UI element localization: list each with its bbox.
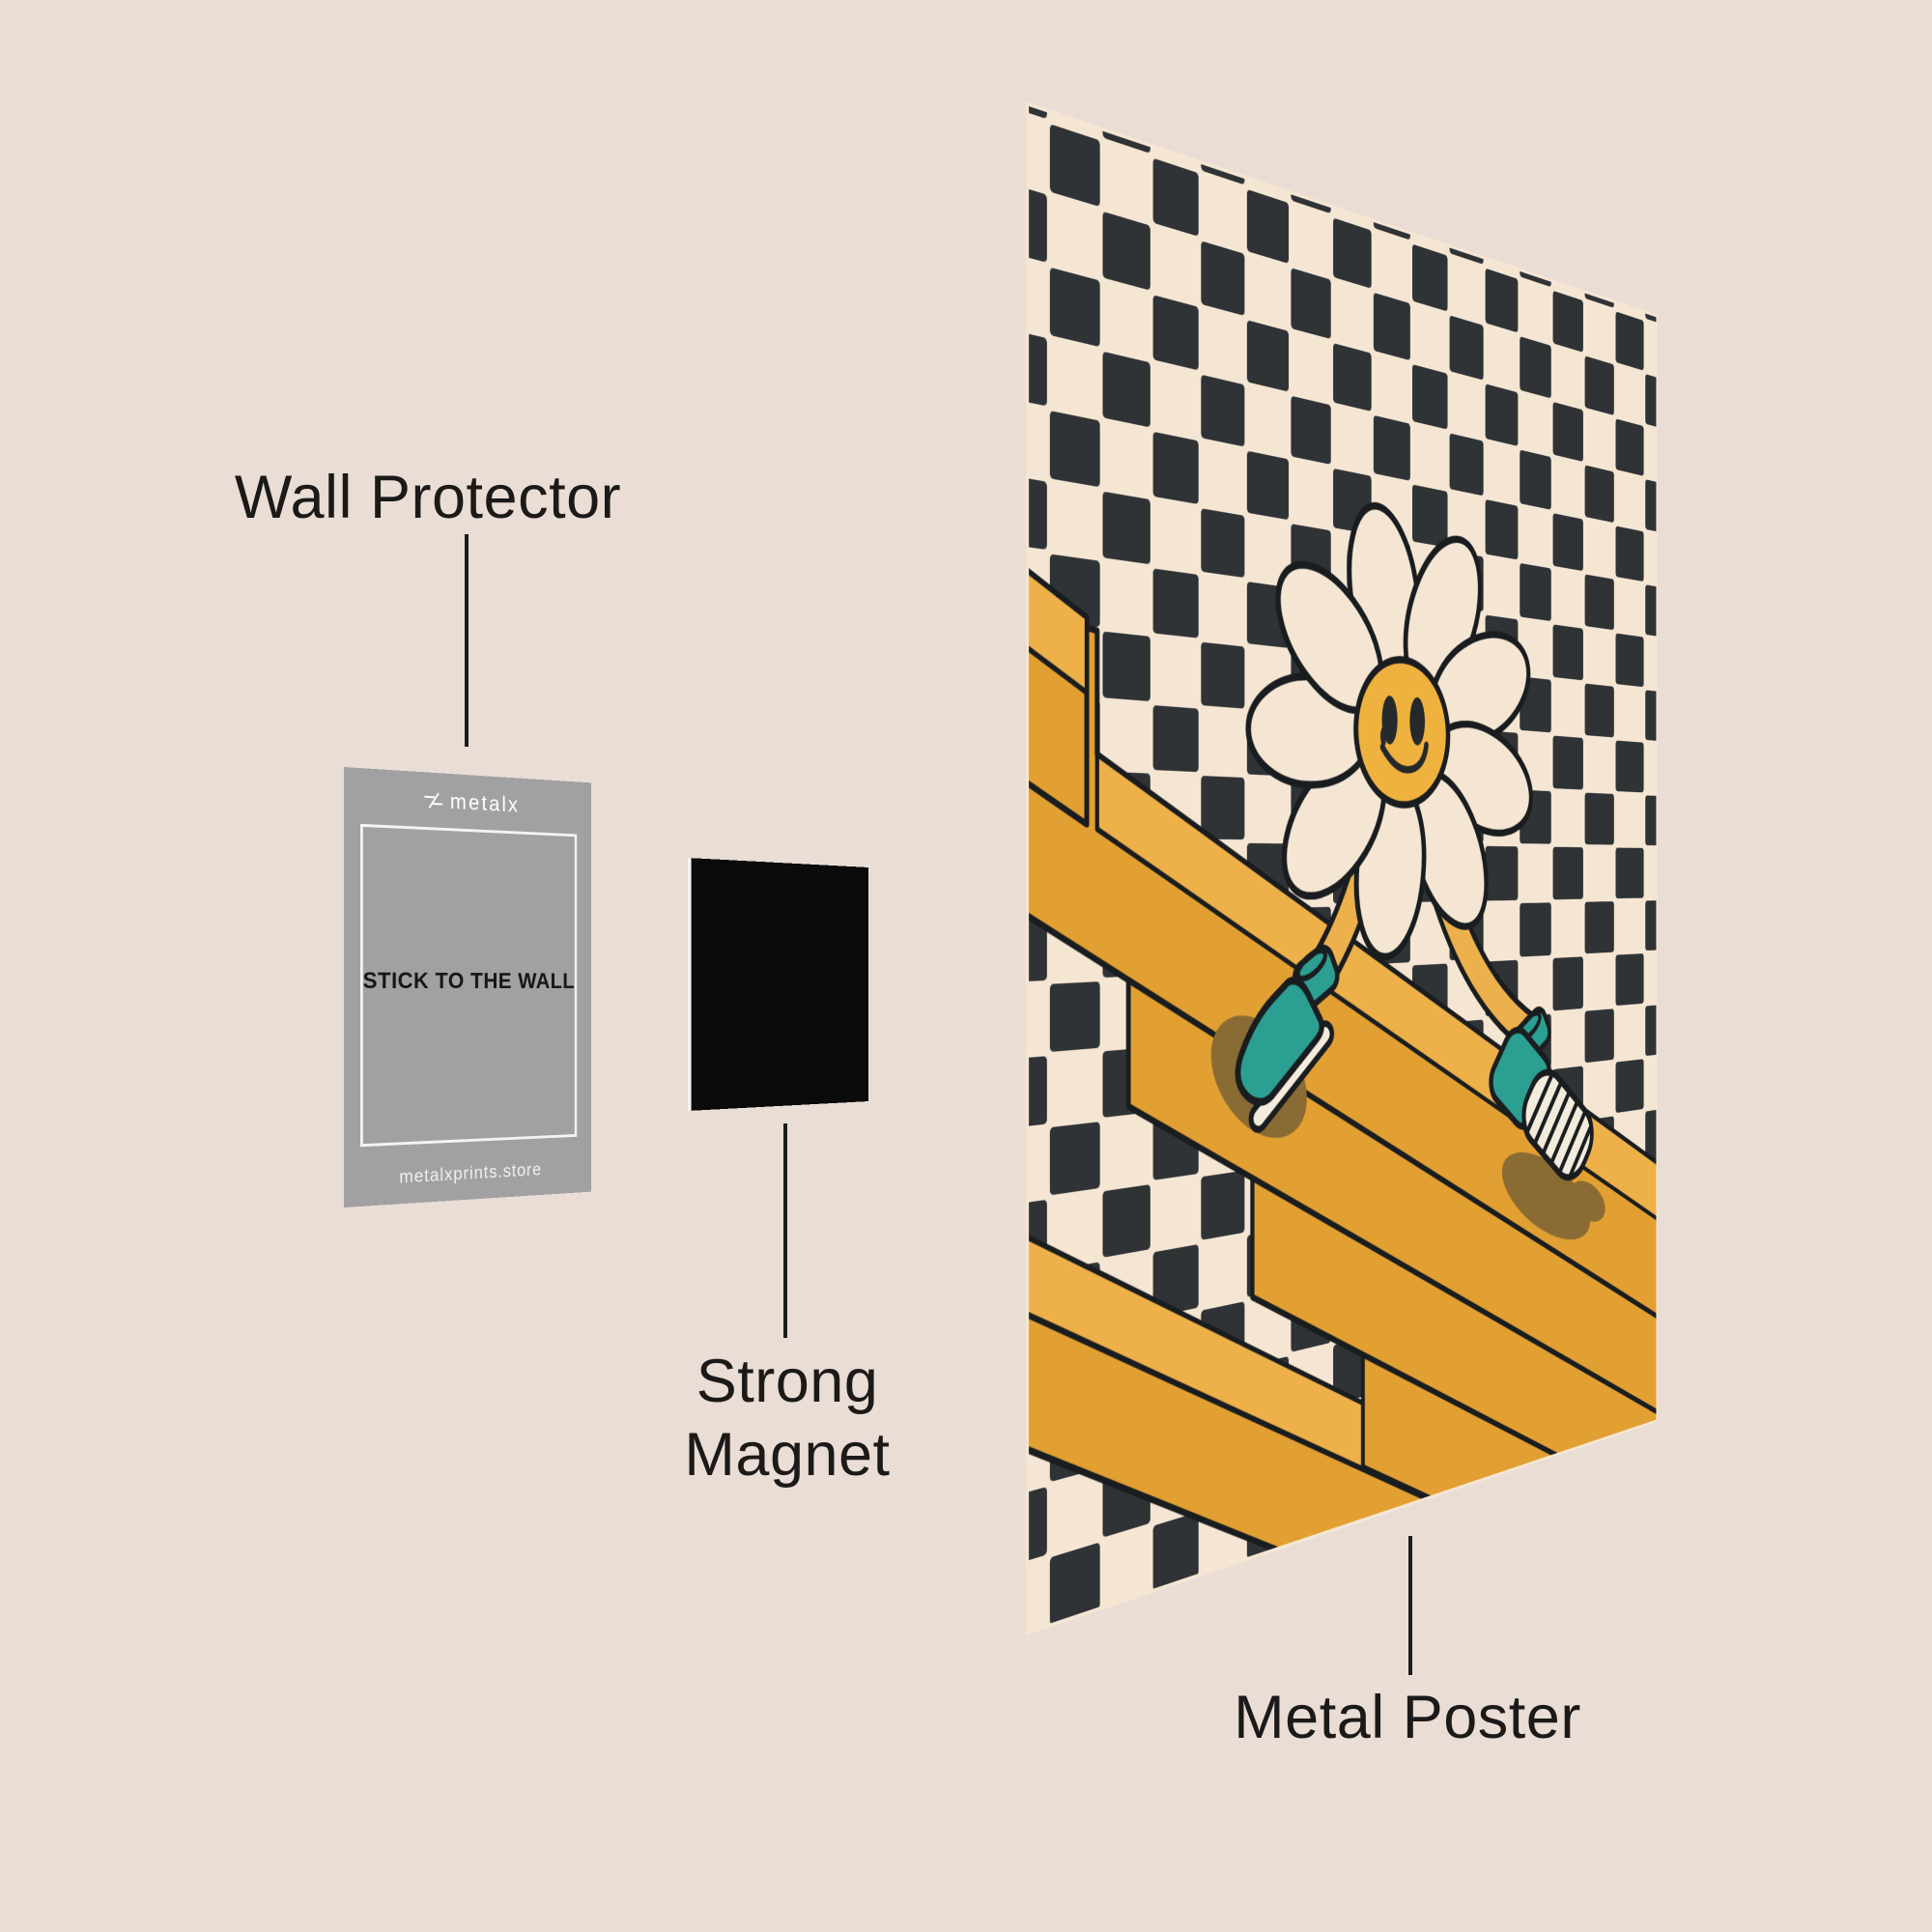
metal-poster-label: Metal Poster (1234, 1684, 1581, 1751)
wall-protector-card: metalx STICK TO THE WALL metalxprints.st… (344, 767, 591, 1208)
metal-poster-leader-line (1408, 1536, 1412, 1675)
strong-magnet-label-line2: Magnet (684, 1421, 891, 1489)
card-website: metalxprints.store (399, 1160, 542, 1188)
magnet-leader-line (783, 1123, 787, 1338)
strong-magnet-label-line1: Strong (696, 1348, 879, 1415)
card-message: STICK TO THE WALL (362, 968, 575, 994)
metal-poster (1026, 101, 1659, 1635)
strong-magnet-label: Strong Magnet (546, 1345, 1029, 1492)
wall-protector-leader-line (465, 534, 469, 747)
magnet-square (688, 858, 868, 1111)
wall-protector-label: Wall Protector (234, 464, 622, 531)
card-brand-text: metalx (449, 788, 521, 817)
poster-artwork (1030, 106, 1659, 1635)
metalx-logo-icon (423, 790, 444, 810)
card-brand-logo: metalx (344, 782, 591, 821)
